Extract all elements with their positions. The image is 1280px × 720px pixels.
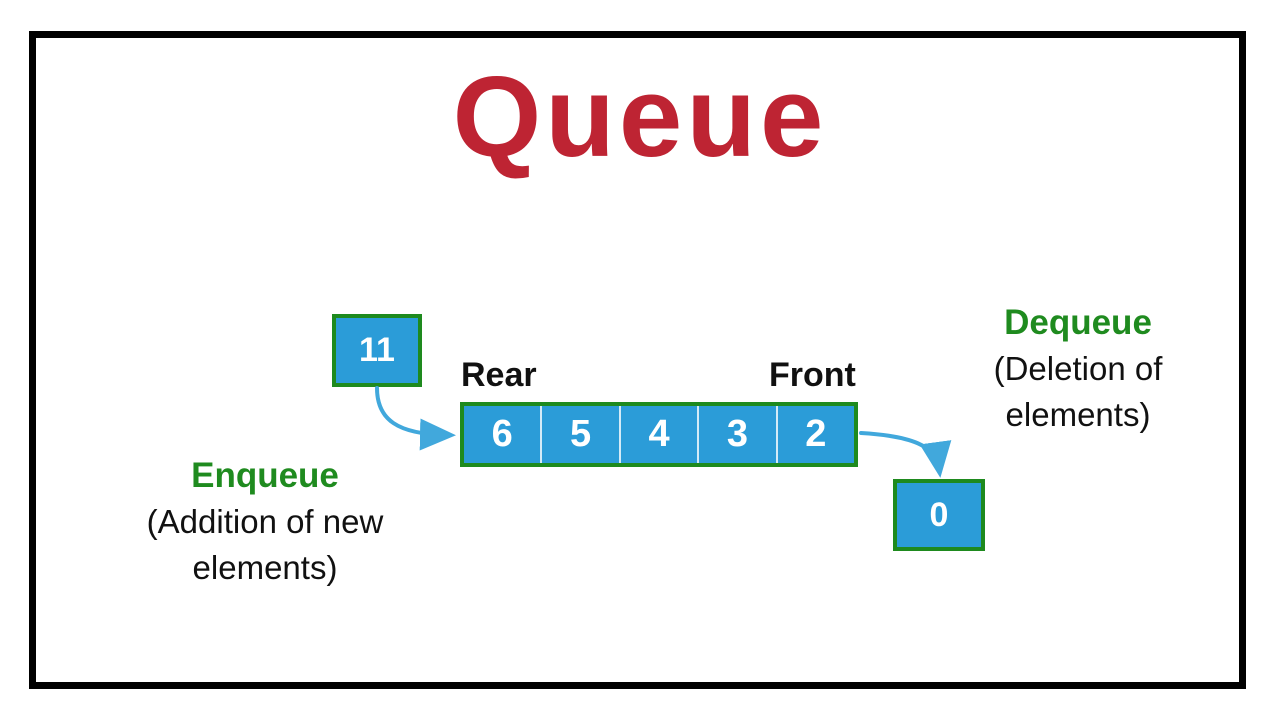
enqueue-value: 11 — [359, 331, 395, 369]
dequeue-annotation: Dequeue (Deletion of elements) — [938, 300, 1218, 438]
dequeue-value: 0 — [929, 495, 949, 534]
rear-label: Rear — [461, 356, 537, 394]
enqueue-description-line1: (Addition of new — [146, 503, 384, 540]
enqueue-value-box: 11 — [332, 314, 422, 387]
queue-cell: 5 — [540, 406, 618, 463]
dequeue-value-box: 0 — [893, 479, 985, 551]
dequeue-label: Dequeue — [1004, 303, 1152, 342]
queue-cell: 3 — [697, 406, 775, 463]
queue-cell: 4 — [618, 406, 697, 463]
queue-cell: 6 — [491, 413, 513, 455]
dequeue-description-line2: elements) — [1005, 396, 1151, 433]
queue-container: 6 5 4 3 2 — [460, 402, 858, 467]
enqueue-description-line2: elements) — [192, 549, 338, 586]
enqueue-annotation: Enqueue (Addition of new elements) — [95, 453, 435, 591]
front-label: Front — [769, 356, 856, 394]
page-title: Queue — [452, 54, 828, 181]
slide-frame — [29, 31, 1246, 689]
enqueue-label: Enqueue — [191, 456, 339, 495]
dequeue-description-line1: (Deletion of — [993, 350, 1163, 387]
queue-cell: 2 — [775, 406, 854, 463]
